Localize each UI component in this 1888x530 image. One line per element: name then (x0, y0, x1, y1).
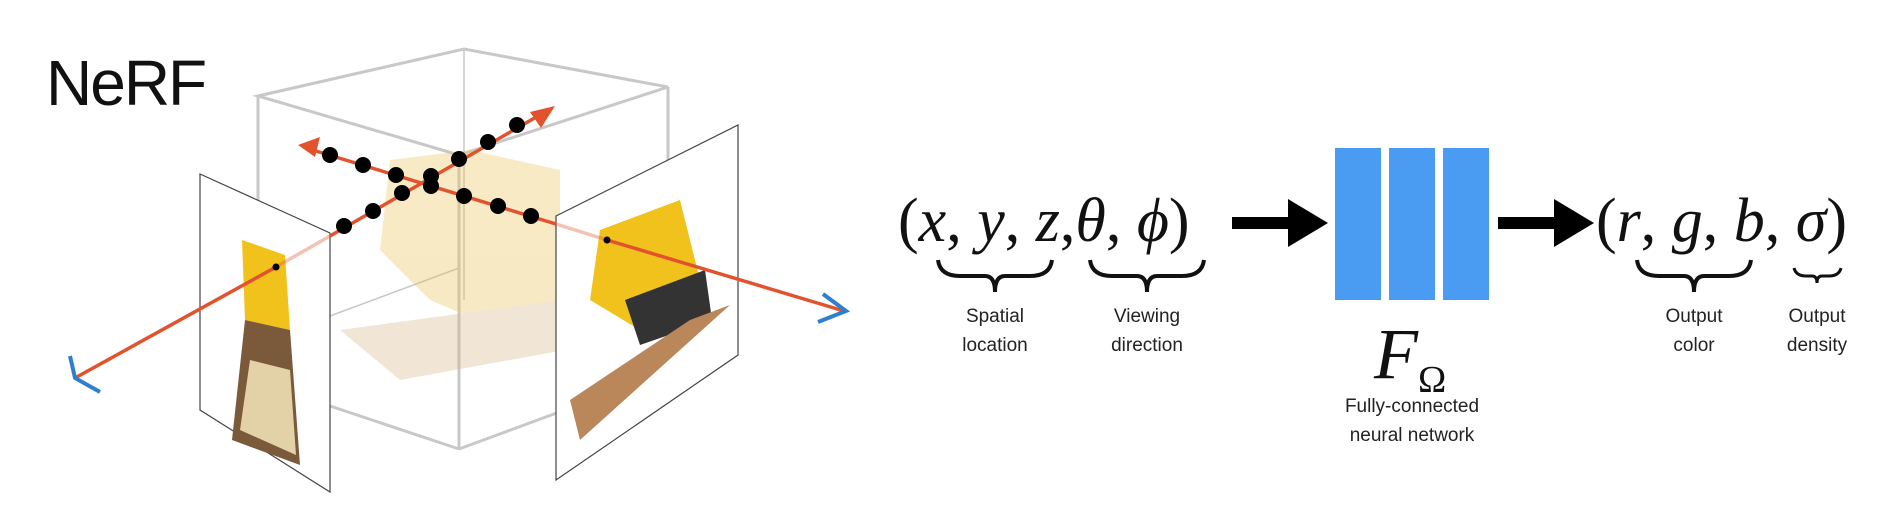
left-camera-eye-icon (68, 355, 101, 394)
output-color-label: Output color (1614, 302, 1774, 360)
var-sigma: σ (1795, 187, 1827, 255)
network-label: Fully-connected neural network (1312, 392, 1512, 450)
var-r: r (1616, 187, 1641, 255)
nerf-scene-illustration (68, 47, 851, 494)
comma: , (1059, 187, 1076, 255)
label-line: Spatial (965, 306, 1025, 327)
ray-2-arrowhead (298, 137, 320, 157)
var-x: x (918, 187, 947, 255)
label-line: neural network (1349, 425, 1475, 446)
arrow-shaft (1498, 217, 1558, 229)
comma: , (946, 187, 962, 255)
right-image-plane (555, 124, 739, 482)
paren-close: ) (1826, 187, 1848, 255)
label-line: direction (1111, 335, 1183, 356)
color-brace (1635, 259, 1753, 293)
label-line: color (1673, 335, 1715, 356)
var-g: g (1671, 187, 1703, 255)
var-b: b (1733, 187, 1765, 255)
arrow-head (1288, 199, 1328, 247)
spatial-location-label: Spatial location (915, 302, 1075, 360)
left-pixel-point (272, 263, 280, 271)
var-y: y (977, 187, 1005, 255)
network-symbol: FΩ (1374, 318, 1446, 399)
comma: , (1004, 187, 1021, 255)
right-pixel-point (603, 236, 611, 244)
label-line: Viewing (1113, 306, 1181, 327)
output-density-label: Output density (1737, 302, 1888, 360)
ray-2-sample-points (322, 147, 539, 224)
label-line: location (962, 335, 1028, 356)
paren-open: ( (1596, 187, 1617, 255)
viewing-brace (1088, 259, 1206, 293)
arrow-head (1554, 199, 1594, 247)
left-image-plane (199, 173, 331, 494)
viewing-direction-label: Viewing direction (1067, 302, 1227, 360)
right-camera-eye-icon (817, 292, 851, 324)
network-layer-1 (1335, 148, 1381, 300)
arrow-shaft (1232, 217, 1292, 229)
omega-subscript: Ω (1417, 359, 1447, 401)
comma: , (1702, 187, 1719, 255)
label-line: Fully-connected (1344, 396, 1480, 417)
paren-close: ) (1168, 187, 1190, 255)
label-line: Output (1665, 306, 1723, 327)
volume-bulldozer-render (340, 150, 620, 380)
nerf-title: NeRF (46, 47, 207, 119)
ray-1-arrowhead (530, 106, 555, 128)
comma: , (1764, 187, 1781, 255)
network-layer-2 (1389, 148, 1435, 300)
var-z: z (1035, 187, 1060, 255)
var-theta: θ (1075, 187, 1106, 255)
paren-open: ( (898, 187, 919, 255)
output-tuple: (r, g, b, σ) (1596, 190, 1847, 252)
network-layer-3 (1443, 148, 1489, 300)
spatial-brace (936, 259, 1054, 293)
label-line: Output (1788, 306, 1846, 327)
input-tuple: (x, y, z,θ, ϕ) (898, 190, 1190, 252)
comma: , (1105, 187, 1122, 255)
comma: , (1640, 187, 1657, 255)
label-line: density (1786, 335, 1848, 356)
var-phi: ϕ (1136, 187, 1169, 255)
f-symbol: F (1374, 314, 1418, 394)
density-brace (1792, 267, 1843, 284)
